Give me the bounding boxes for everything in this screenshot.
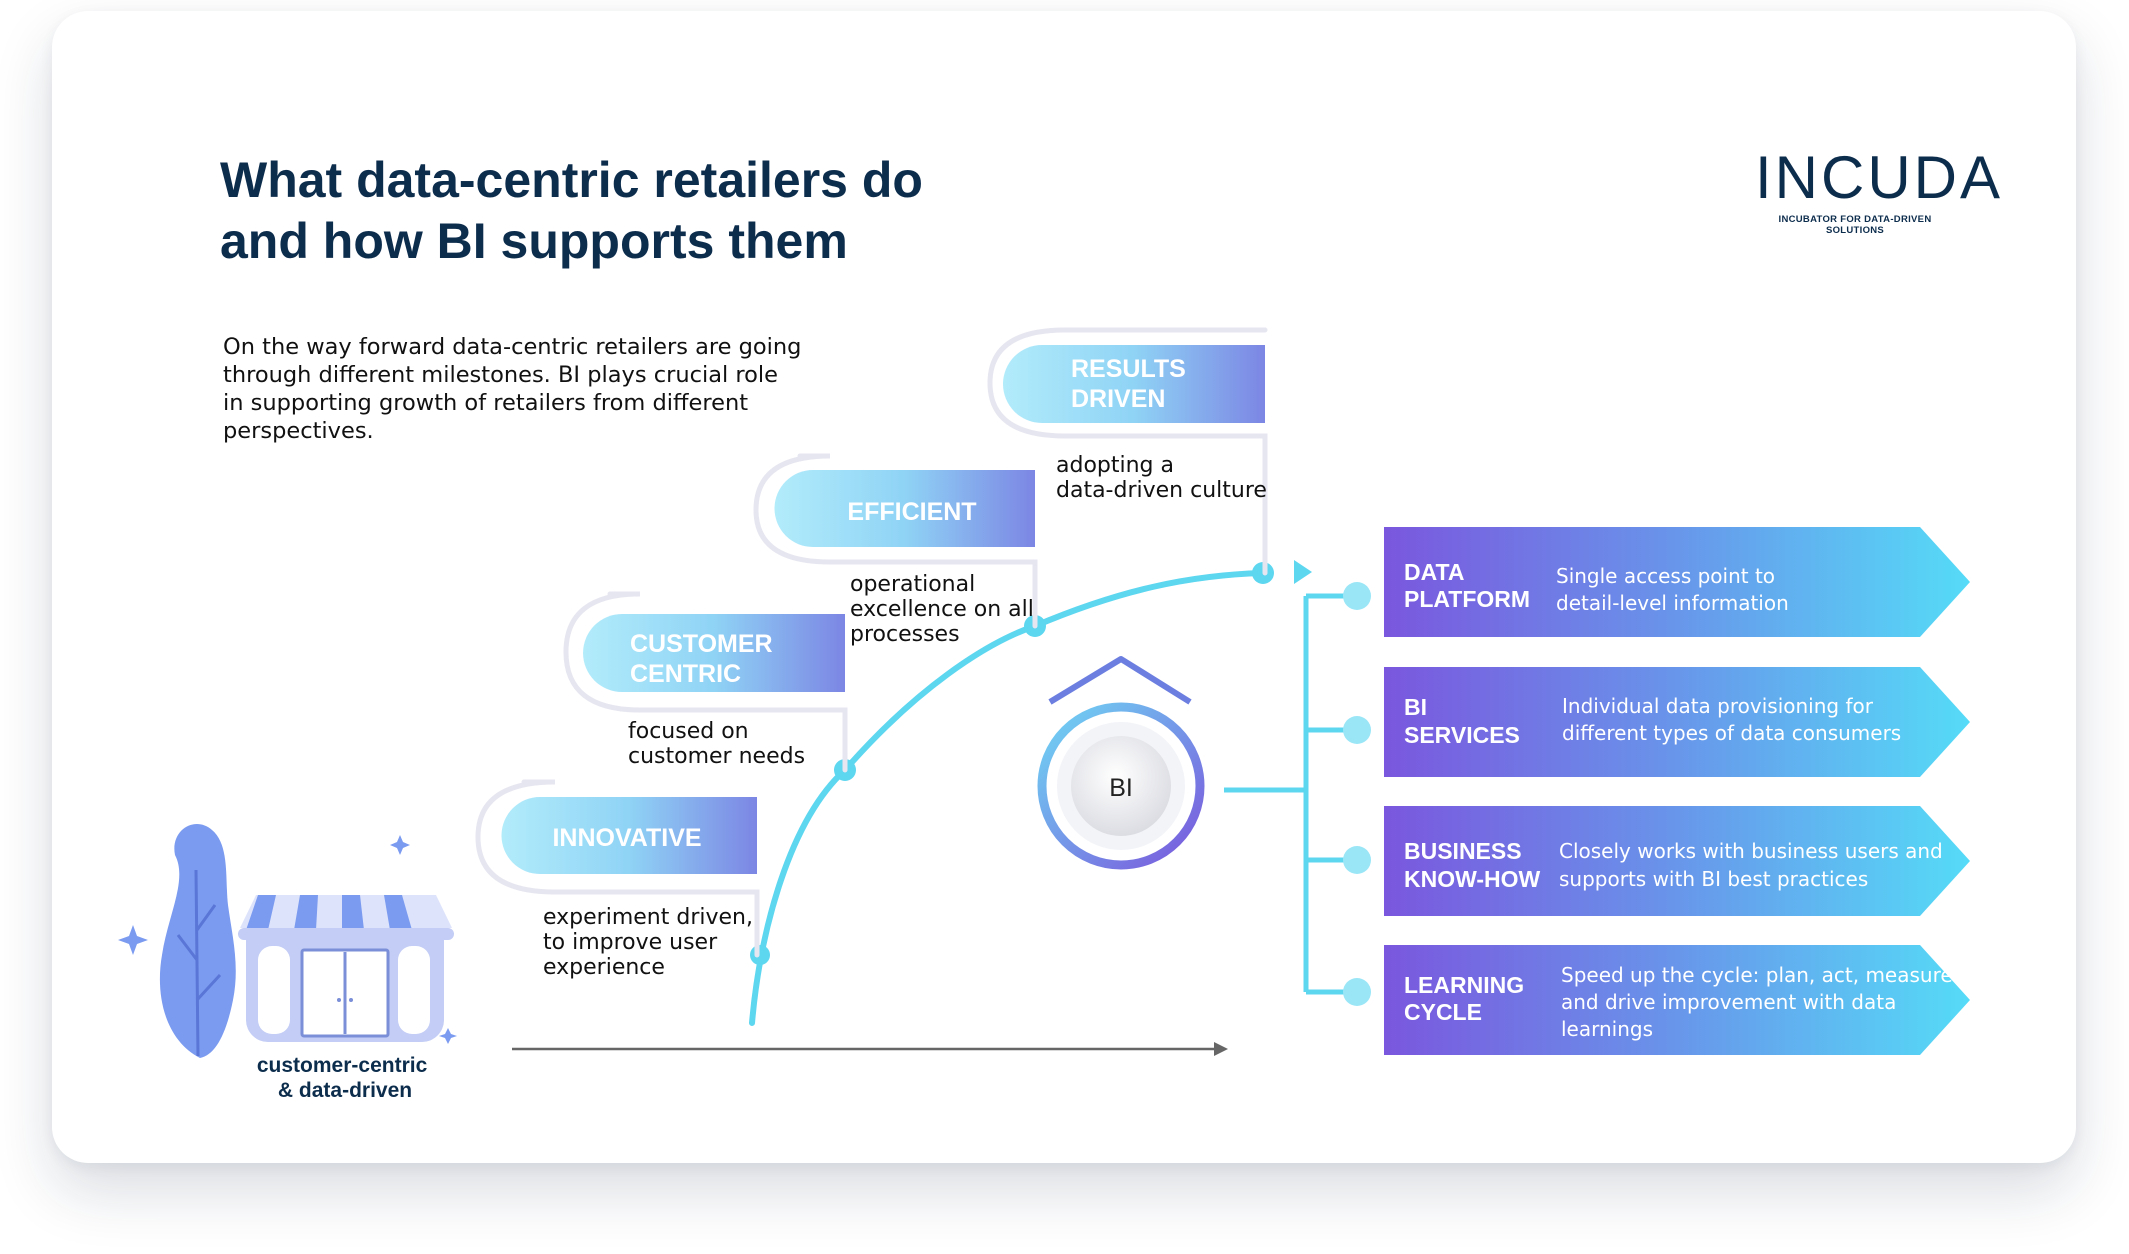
banner-data-platform-title: DATA PLATFORM (1404, 559, 1530, 612)
milestone-innovative-desc: experiment driven, to improve user exper… (543, 905, 760, 980)
connector-node (1343, 716, 1371, 744)
banner-business-know-how: BUSINESS KNOW-HOW Closely works with bus… (1384, 806, 1970, 916)
banner-bi-services-title: BI SERVICES (1404, 694, 1520, 748)
connector-node (1343, 846, 1371, 874)
growth-curve (749, 570, 1266, 1026)
milestone-customer-centric-label: CUSTOMER CENTRIC (630, 630, 780, 688)
milestone-customer-centric-desc: focused on customer needs (628, 719, 805, 769)
intro-text: On the way forward data-centric retailer… (223, 334, 802, 444)
milestone-results-driven-desc: adopting a data-driven culture (1056, 453, 1267, 503)
bi-emblem: BI (1037, 656, 1205, 870)
store-label: customer-centric & data-driven (257, 1054, 433, 1102)
milestone-customer-centric: CUSTOMER CENTRIC focused on customer nee… (563, 591, 848, 773)
banner-business-know-how-title: BUSINESS KNOW-HOW (1404, 838, 1541, 892)
banner-learning-cycle: LEARNING CYCLE Speed up the cycle: plan,… (1384, 945, 1970, 1055)
store-illustration: customer-centric & data-driven (118, 824, 457, 1102)
banner-learning-cycle-desc: Speed up the cycle: plan, act, measure a… (1561, 963, 1959, 1041)
milestone-efficient-label: EFFICIENT (847, 498, 976, 526)
milestone-innovative-label: INNOVATIVE (552, 824, 701, 852)
timeline-arrow (512, 1042, 1228, 1056)
bi-label: BI (1109, 774, 1133, 802)
sparkle-icon (390, 835, 410, 855)
page-title: What data-centric retailers do and how B… (220, 152, 923, 269)
banner-business-know-how-desc: Closely works with business users and su… (1559, 839, 1949, 891)
logo-tagline: INCUBATOR FOR DATA-DRIVEN SOLUTIONS (1778, 214, 1932, 236)
milestone-efficient: EFFICIENT operational excellence on all … (753, 453, 1041, 647)
bi-connector (1224, 582, 1371, 1006)
milestone-results-driven: RESULTS DRIVEN adopting a data-driven cu… (987, 327, 1268, 576)
milestone-efficient-desc: operational excellence on all processes (850, 572, 1041, 647)
milestone-innovative: INNOVATIVE experiment driven, to improve… (475, 779, 760, 980)
sparkle-icon (118, 925, 148, 955)
connector-node (1343, 978, 1371, 1006)
sparkle-icon (439, 1028, 457, 1044)
banner-learning-cycle-title: LEARNING CYCLE (1404, 972, 1531, 1025)
connector-node (1343, 582, 1371, 610)
banner-data-platform: DATA PLATFORM Single access point to det… (1384, 527, 1970, 637)
banner-data-platform-desc: Single access point to detail-level info… (1556, 564, 1789, 615)
banner-bi-services-desc: Individual data provisioning for differe… (1562, 694, 1901, 745)
banner-bi-services: BI SERVICES Individual data provisioning… (1384, 667, 1970, 777)
bi-roof-icon (1048, 656, 1192, 705)
milestone-results-driven-label: RESULTS DRIVEN (1071, 355, 1193, 413)
curve-node-innovative (750, 945, 770, 965)
curve-arrowhead (1294, 560, 1312, 584)
